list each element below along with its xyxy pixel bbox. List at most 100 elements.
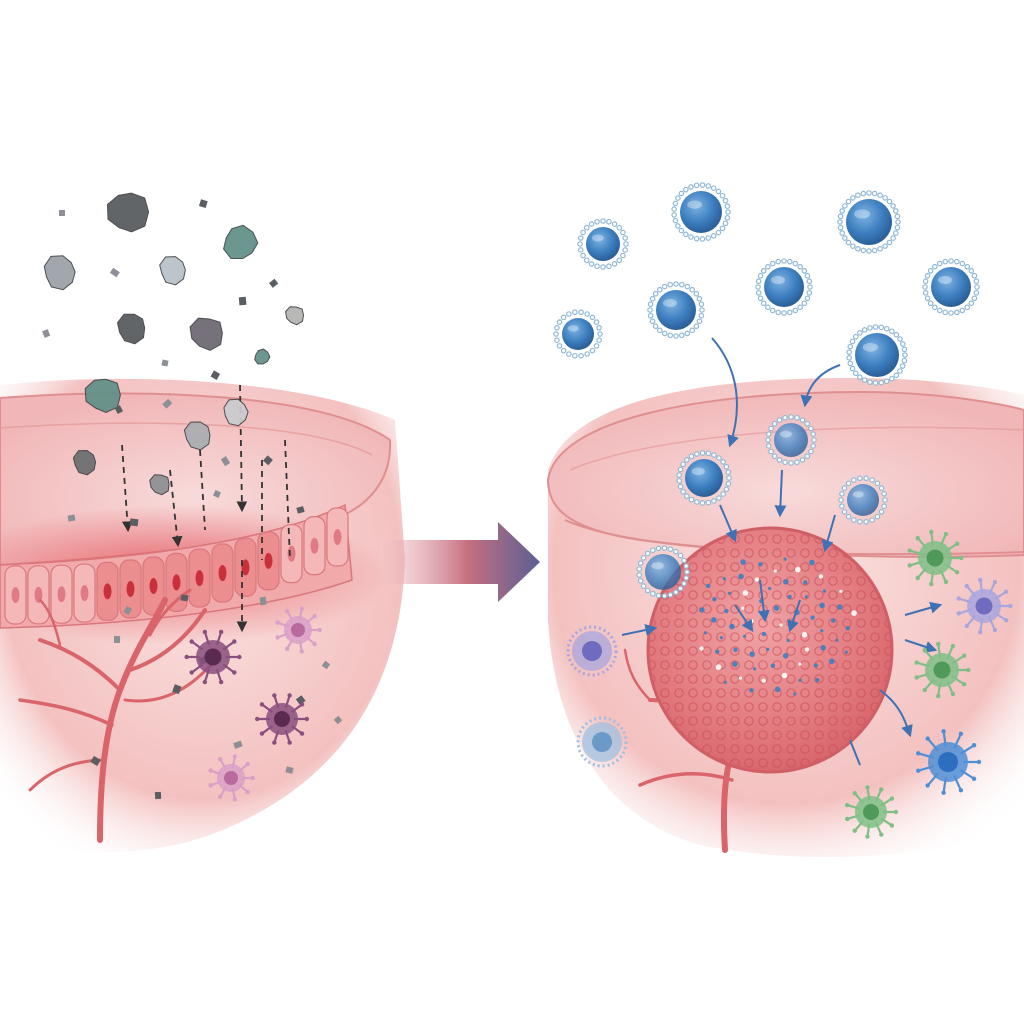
drug-release-dot xyxy=(798,678,802,682)
pollutant-particle-icon xyxy=(42,329,51,338)
drug-release-dot xyxy=(819,602,825,609)
pollutant-particle-icon xyxy=(220,456,231,467)
pollutant-particle-icon xyxy=(161,359,169,367)
drug-release-dot xyxy=(732,661,738,667)
pollutant-particle-icon xyxy=(114,405,124,415)
epithelial-cell xyxy=(303,516,326,576)
immune-cell-icon xyxy=(275,606,322,654)
pollutant-particle-icon xyxy=(154,791,162,800)
drug-release-dot xyxy=(727,591,732,595)
pollutant-particles xyxy=(42,192,343,800)
epithelial-cell xyxy=(119,559,142,619)
pollutant-particle-icon xyxy=(263,455,273,466)
drug-release-dot xyxy=(786,638,790,643)
right-arrow-icon xyxy=(380,522,540,602)
pollutant-particle-icon xyxy=(333,715,343,725)
drug-release-dot xyxy=(749,651,755,657)
pollutant-particle-icon xyxy=(180,594,189,602)
drug-release-dot xyxy=(715,664,722,670)
nanoparticle-icon xyxy=(553,309,603,359)
epithelial-cell xyxy=(165,552,188,612)
pollutant-particle-icon xyxy=(106,192,150,233)
drug-release-dot xyxy=(795,566,801,573)
pollutant-particle-icon xyxy=(159,256,186,286)
treated-tissue-panel xyxy=(546,182,1024,857)
pollutant-particle-icon xyxy=(238,296,247,306)
nanoparticle-icon xyxy=(846,324,908,386)
drug-release-dot xyxy=(779,623,783,627)
drug-release-dot xyxy=(835,638,839,642)
drug-release-dot xyxy=(829,658,835,665)
pollutant-particle-icon xyxy=(223,398,249,427)
pollutant-particle-icon xyxy=(72,449,97,476)
epithelial-cell xyxy=(280,524,303,584)
epithelial-cell xyxy=(234,537,257,597)
pollutant-particle-icon xyxy=(109,267,120,278)
drug-release-dot xyxy=(801,631,808,638)
nanoparticle-icon xyxy=(647,281,705,339)
pollutant-particle-icon xyxy=(90,755,101,767)
pollutant-particle-icon xyxy=(162,398,173,409)
drug-release-dot xyxy=(804,647,810,652)
immune-cell-icon xyxy=(956,577,1013,635)
drug-release-dot xyxy=(749,619,754,624)
drug-release-dots xyxy=(699,557,857,696)
pollutant-particle-icon xyxy=(123,605,133,615)
pollutant-particle-icon xyxy=(198,199,208,208)
epithelial-cell xyxy=(188,548,211,608)
drug-release-dot xyxy=(738,676,743,680)
nanoparticle-icon xyxy=(755,258,813,316)
drug-release-dot xyxy=(740,559,746,565)
nanoparticle-icon xyxy=(837,190,901,254)
epithelial-cell xyxy=(96,561,119,621)
pollutant-particle-icon xyxy=(233,740,243,749)
damaged-tissue-panel xyxy=(0,192,405,852)
drug-release-dot xyxy=(815,678,820,683)
drug-release-dot xyxy=(699,607,705,613)
epithelial-cell xyxy=(50,564,73,624)
drug-release-dot xyxy=(770,663,776,668)
drug-release-dot xyxy=(845,626,850,631)
drug-release-dot xyxy=(715,649,720,654)
drug-release-dot xyxy=(723,680,727,684)
drug-release-dot xyxy=(831,618,836,623)
drug-release-dot xyxy=(810,615,815,620)
pollutant-particle-icon xyxy=(183,421,211,451)
drug-release-dot xyxy=(820,645,826,651)
drug-release-dot xyxy=(768,586,772,591)
drug-release-dot xyxy=(741,606,745,610)
drug-release-dot xyxy=(729,623,735,630)
nanoparticle-icon xyxy=(676,450,732,506)
epithelial-cell xyxy=(142,556,165,616)
drug-release-dot xyxy=(820,629,824,633)
pollutant-particle-icon xyxy=(43,255,76,291)
epithelial-cell xyxy=(73,563,96,623)
pollutant-particle-icon xyxy=(113,635,121,644)
pollutant-particle-icon xyxy=(84,378,121,414)
drug-release-dot xyxy=(851,610,857,616)
pollutant-particle-icon xyxy=(59,210,65,216)
pollutant-particle-icon xyxy=(172,684,182,695)
drug-release-dot xyxy=(818,574,824,579)
drug-release-dot xyxy=(773,569,777,573)
nanoparticles xyxy=(553,182,980,599)
drug-release-dot xyxy=(766,647,770,652)
nanoparticle-icon xyxy=(838,475,888,525)
drug-release-dot xyxy=(758,562,763,567)
drug-release-dot xyxy=(753,667,757,671)
immune-cells xyxy=(566,529,1013,839)
pollutant-particle-icon xyxy=(285,766,294,774)
pollutant-particle-icon xyxy=(67,514,76,522)
drug-release-dot xyxy=(712,597,717,602)
drug-release-dot xyxy=(783,557,787,561)
drug-release-dot xyxy=(781,672,788,679)
epithelial-cell xyxy=(257,531,280,591)
immune-cell-icon xyxy=(208,754,255,802)
epithelial-cell xyxy=(27,565,50,625)
drug-release-dot xyxy=(822,589,827,593)
drug-release-dot xyxy=(844,650,848,654)
immune-cell-icon xyxy=(916,729,982,795)
epithelial-layer xyxy=(0,503,353,629)
drug-release-dot xyxy=(722,577,727,581)
nanoparticle-icon xyxy=(765,414,817,466)
